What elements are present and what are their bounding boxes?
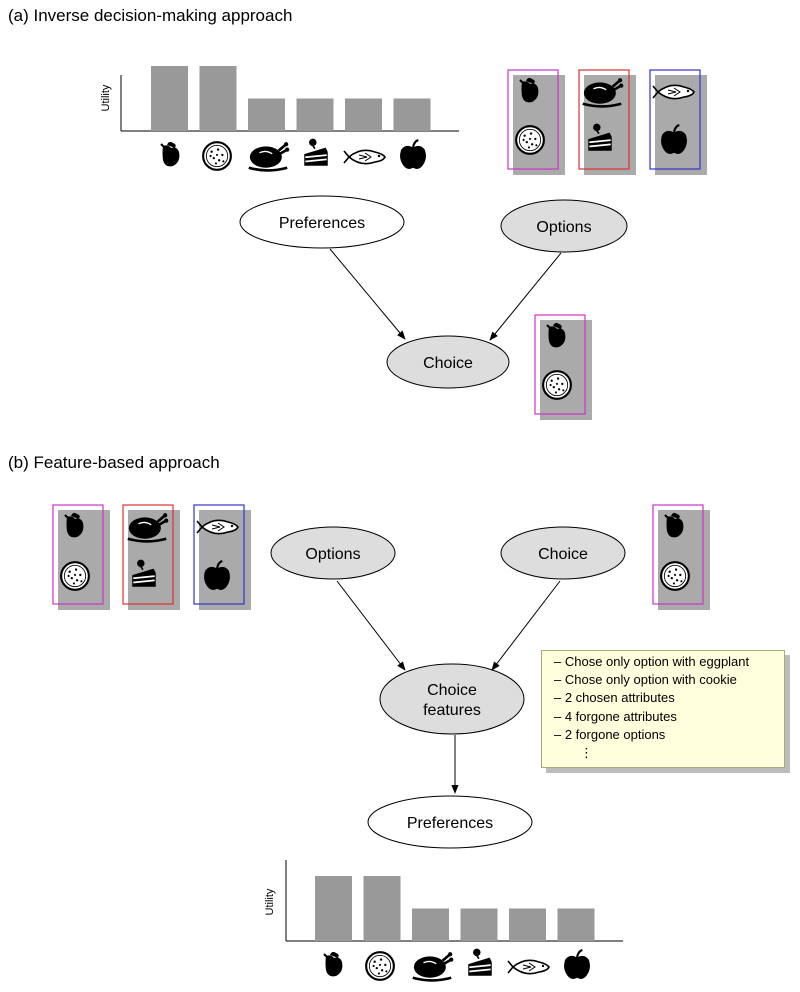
turkey-icon bbox=[247, 140, 290, 172]
utility-chart-b: Utility bbox=[264, 860, 623, 982]
option-card-a1 bbox=[507, 69, 565, 175]
edge-options-to-choice bbox=[489, 252, 562, 341]
fish-icon bbox=[343, 149, 386, 165]
node-preferences-b-label: Preferences bbox=[407, 815, 493, 832]
utility-axis-label-a: Utility bbox=[100, 84, 112, 111]
eggplant-icon bbox=[160, 140, 181, 168]
bars-a bbox=[151, 66, 431, 131]
cookie-icon bbox=[365, 951, 395, 981]
node-choice-b bbox=[500, 526, 626, 580]
node-choice-b-label: Choice bbox=[538, 546, 588, 563]
option-card-a2 bbox=[578, 69, 636, 175]
cake-icon bbox=[467, 947, 493, 977]
turkey-icon bbox=[411, 950, 454, 982]
bars-b bbox=[315, 876, 595, 941]
node-options-b-label: Options bbox=[305, 546, 360, 563]
edge-preferences-to-choice bbox=[329, 248, 406, 340]
feature-item: – Chose only option with eggplant bbox=[554, 654, 750, 669]
chosen-option-card-b bbox=[652, 504, 710, 610]
node-options-a bbox=[500, 199, 628, 253]
bar-eggplant bbox=[315, 876, 352, 941]
feature-item: – 2 chosen attributes bbox=[554, 690, 675, 706]
node-choice-features-label-2: features bbox=[423, 702, 481, 719]
bar-apple bbox=[393, 98, 431, 131]
option-card-b3 bbox=[193, 504, 251, 610]
bar-turkey bbox=[412, 908, 449, 941]
option-card-a3 bbox=[649, 69, 707, 175]
node-choice-a-label: Choice bbox=[423, 355, 473, 372]
node-preferences-a-label: Preferences bbox=[279, 215, 365, 232]
apple-icon bbox=[562, 949, 592, 981]
bar-cookie bbox=[199, 66, 237, 131]
node-options-b bbox=[270, 526, 396, 580]
edge-options-to-features bbox=[336, 580, 406, 671]
bar-cake bbox=[296, 98, 334, 131]
fish-icon bbox=[507, 959, 550, 975]
feature-item-ellipsis: ⋮ bbox=[580, 745, 593, 761]
bar-fish bbox=[509, 908, 546, 941]
chosen-option-card-a bbox=[534, 314, 592, 420]
bar-cookie bbox=[363, 876, 401, 941]
feature-item: – 2 forgone options bbox=[554, 726, 666, 742]
node-options-a-label: Options bbox=[536, 219, 591, 236]
panel-a-title: (a) Inverse decision-making approach bbox=[8, 6, 293, 25]
option-card-b2 bbox=[122, 504, 180, 610]
cookie-icon bbox=[60, 561, 90, 591]
cookie-icon bbox=[202, 141, 232, 171]
bar-cake bbox=[460, 908, 498, 941]
bar-turkey bbox=[248, 98, 285, 131]
node-choice-a bbox=[386, 335, 510, 389]
utility-axis-label-b: Utility bbox=[264, 888, 276, 915]
choice-features-note: – Chose only option with eggplant – Chos… bbox=[541, 650, 785, 768]
cookie-icon bbox=[542, 370, 572, 400]
node-choice-features bbox=[379, 663, 525, 735]
utility-chart-a: Utility bbox=[100, 66, 459, 172]
node-choice-features-label-1: Choice bbox=[427, 682, 477, 699]
edge-choice-to-features bbox=[491, 580, 561, 671]
panel-b-title: (b) Feature-based approach bbox=[8, 453, 220, 472]
bar-apple bbox=[557, 908, 595, 941]
eggplant-icon bbox=[323, 950, 344, 978]
apple-icon bbox=[399, 139, 427, 171]
node-preferences-b bbox=[367, 795, 533, 849]
feature-item: – Chose only option with cookie bbox=[554, 672, 737, 688]
feature-item: – 4 forgone attributes bbox=[554, 708, 677, 724]
bar-eggplant bbox=[151, 66, 188, 131]
node-preferences-a bbox=[239, 195, 405, 249]
cookie-icon bbox=[660, 561, 690, 591]
bar-fish bbox=[345, 98, 382, 131]
option-card-b1 bbox=[52, 504, 110, 610]
cookie-icon bbox=[515, 125, 545, 155]
cake-icon bbox=[303, 137, 329, 167]
